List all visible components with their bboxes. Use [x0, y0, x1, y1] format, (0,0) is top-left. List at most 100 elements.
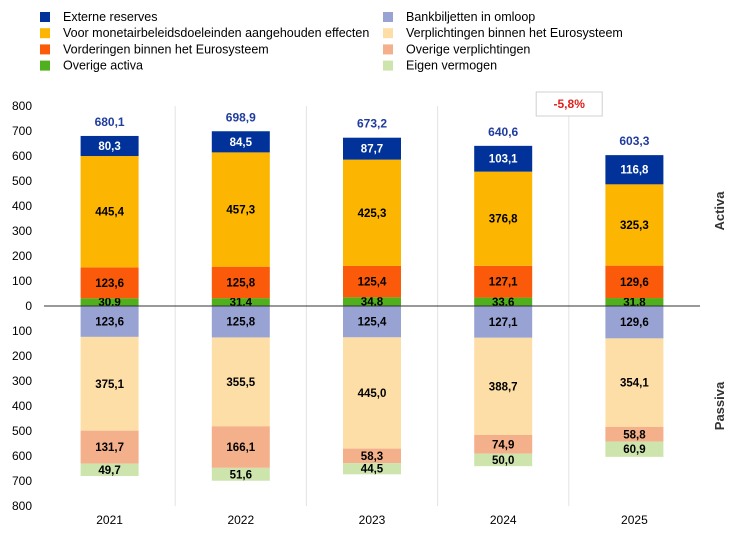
- legend-label: Overige activa: [63, 59, 143, 73]
- bar-segment-liability: [605, 426, 664, 442]
- bar-segment-asset: [80, 135, 139, 157]
- bar-segment-liability: [343, 337, 401, 449]
- side-label-passiva: Passiva: [712, 381, 727, 430]
- data-label: 87,7: [361, 144, 383, 156]
- y-tick-label: 400: [12, 199, 32, 213]
- data-label: 123,6: [95, 278, 124, 290]
- data-label: 166,1: [226, 442, 255, 454]
- data-label: 354,1: [620, 378, 649, 390]
- change-annotation-box: [535, 91, 603, 117]
- bar-segment-liability: [474, 306, 533, 338]
- y-tick-label: 200: [12, 249, 32, 263]
- data-label: 127,1: [489, 317, 518, 329]
- data-label: 125,4: [358, 277, 387, 289]
- bar-segment-liability: [80, 463, 139, 477]
- y-tick-label: 0: [25, 299, 32, 313]
- bar-segment-asset: [80, 267, 139, 299]
- bar-segment-asset: [474, 297, 533, 306]
- legend-label: Voor monetairbeleidsdoeleinden aangehoud…: [63, 26, 369, 40]
- y-tick-label: 300: [12, 374, 32, 388]
- bar-segment-liability: [474, 337, 533, 435]
- legend-label: Overige verplichtingen: [406, 42, 530, 56]
- data-label: 425,3: [358, 208, 387, 220]
- y-tick-label: 700: [12, 474, 32, 488]
- bar-segment-asset: [474, 265, 533, 298]
- x-tick-label: 2021: [96, 513, 123, 527]
- total-label: 698,9: [226, 110, 256, 124]
- y-tick-label: 500: [12, 174, 32, 188]
- data-label: 80,3: [98, 141, 120, 153]
- y-tick-label: 800: [12, 99, 32, 113]
- total-label: 673,2: [357, 117, 387, 131]
- legend-label: Bankbiljetten in omloop: [406, 10, 535, 24]
- bar-segment-asset: [211, 266, 270, 299]
- y-tick-label: 600: [12, 149, 32, 163]
- total-label: 603,3: [619, 134, 649, 148]
- bar-segment-liability: [211, 426, 270, 468]
- legend-label: Vorderingen binnen het Eurosysteem: [63, 42, 269, 56]
- legend-swatch: [383, 44, 393, 55]
- bar-segment-liability: [343, 306, 401, 338]
- data-label: 84,5: [230, 137, 253, 149]
- data-label: 125,4: [358, 317, 387, 329]
- bar-segment-liability: [80, 430, 139, 464]
- bar-segment-liability: [211, 467, 270, 481]
- y-tick-label: 500: [12, 424, 32, 438]
- data-label: 129,6: [620, 317, 649, 329]
- legend-swatch: [383, 60, 393, 71]
- bar-segment-asset: [343, 137, 401, 160]
- bar-segment-asset: [80, 298, 139, 306]
- bar-segment-liability: [343, 448, 401, 464]
- legend-label: Eigen vermogen: [406, 59, 497, 73]
- data-label: 376,8: [489, 214, 518, 226]
- data-label: 127,1: [489, 277, 518, 289]
- data-label: 445,4: [95, 207, 124, 219]
- bar-segment-asset: [343, 159, 401, 266]
- x-tick-label: 2023: [359, 513, 386, 527]
- legend-swatch: [40, 28, 50, 39]
- y-tick-label: 700: [12, 124, 32, 138]
- data-label: 445,0: [358, 388, 387, 400]
- data-label: 49,7: [98, 465, 120, 477]
- bar-segment-liability: [211, 337, 270, 427]
- y-tick-label: 300: [12, 224, 32, 238]
- legend-swatch: [383, 28, 393, 39]
- legend-swatch: [40, 44, 50, 55]
- bar-segment-liability: [343, 463, 401, 475]
- data-label: 375,1: [95, 379, 124, 391]
- legend-swatch: [40, 12, 50, 22]
- legend-swatch: [40, 60, 50, 71]
- bar-segment-asset: [605, 184, 664, 266]
- bar-segment-liability: [474, 453, 533, 467]
- bar-segment-asset: [211, 152, 270, 267]
- x-tick-label: 2025: [621, 513, 648, 527]
- data-label: 44,5: [361, 464, 384, 476]
- legend-label: Verplichtingen binnen het Eurosysteem: [406, 26, 623, 40]
- data-label: 58,8: [623, 429, 646, 441]
- data-label: 58,3: [361, 451, 383, 463]
- data-label: 355,5: [226, 377, 255, 389]
- bar-segment-liability: [80, 306, 139, 337]
- y-tick-label: 100: [12, 274, 32, 288]
- total-label: 680,1: [95, 115, 125, 129]
- bar-segment-liability: [474, 434, 533, 454]
- bar-segment-asset: [80, 156, 139, 268]
- data-label: 74,9: [492, 439, 514, 451]
- data-label: 325,3: [620, 220, 649, 232]
- bar-segment-liability: [211, 306, 270, 338]
- bar-segment-liability: [605, 306, 664, 339]
- y-tick-label: 400: [12, 399, 32, 413]
- data-label: 60,9: [623, 444, 645, 456]
- bar-segment-asset: [343, 297, 401, 306]
- bar-segment-asset: [211, 298, 270, 306]
- x-tick-label: 2022: [227, 513, 254, 527]
- y-tick-label: 200: [12, 349, 32, 363]
- data-label: 129,6: [620, 277, 649, 289]
- legend-label: Externe reserves: [63, 10, 157, 24]
- data-label: 50,0: [492, 455, 514, 467]
- legend-swatch: [383, 12, 393, 22]
- bar-segment-liability: [605, 441, 664, 457]
- side-label-activa: Activa: [712, 191, 727, 231]
- bar-segment-asset: [211, 131, 270, 153]
